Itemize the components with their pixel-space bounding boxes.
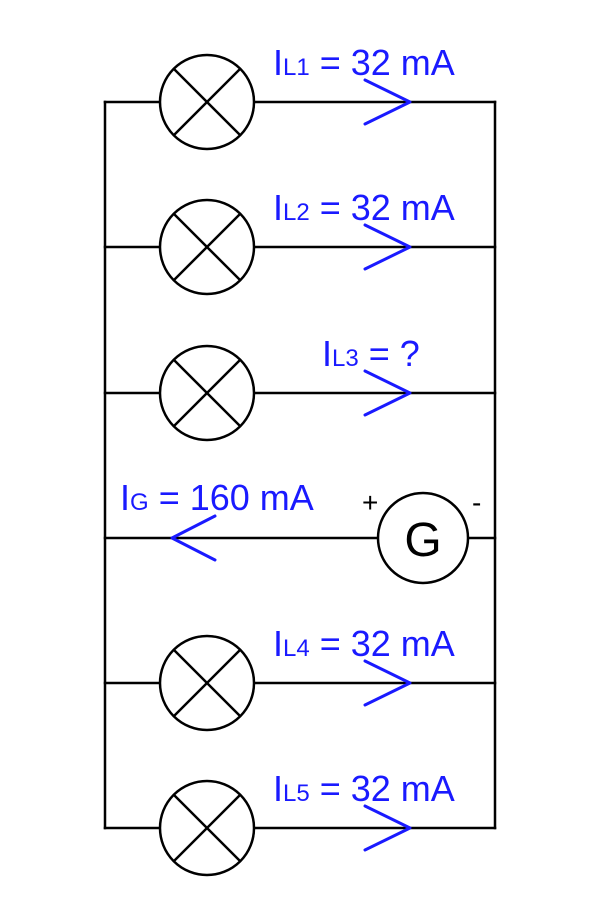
generator-circle-icon: G [376,491,470,585]
branch-lamp-1: IL1 = 32 mA [103,42,497,151]
generator-minus-terminal: - [472,487,481,518]
current-label-l3: IL3 = ? [322,333,420,374]
lamp-icon [158,198,256,296]
branch-generator: G + - IG = 160 mA [103,477,497,585]
current-label-l4: IL4 = 32 mA [273,623,455,664]
lamp-icon [158,634,256,732]
current-arrow-right-icon [363,659,412,707]
current-label-l1: IL1 = 32 mA [273,42,455,83]
generator-symbol: G [404,514,441,567]
current-arrow-right-icon [363,369,412,417]
branch-lamp-5: IL5 = 32 mA [103,768,497,877]
current-label-l2: IL2 = 32 mA [273,187,455,228]
lamp-icon [158,344,256,442]
generator-plus-terminal: + [362,487,378,518]
branch-lamp-3: IL3 = ? [103,333,497,442]
branch-lamp-4: IL4 = 32 mA [103,623,497,732]
lamp-icon [158,779,256,877]
current-arrow-left-icon [170,514,217,562]
current-arrow-right-icon [363,223,412,271]
current-arrow-right-icon [363,78,412,126]
current-arrow-right-icon [363,804,412,852]
branch-lamp-2: IL2 = 32 mA [103,187,497,296]
current-label-l5: IL5 = 32 mA [273,768,455,809]
current-label-generator: IG = 160 mA [120,477,314,518]
lamp-icon [158,53,256,151]
